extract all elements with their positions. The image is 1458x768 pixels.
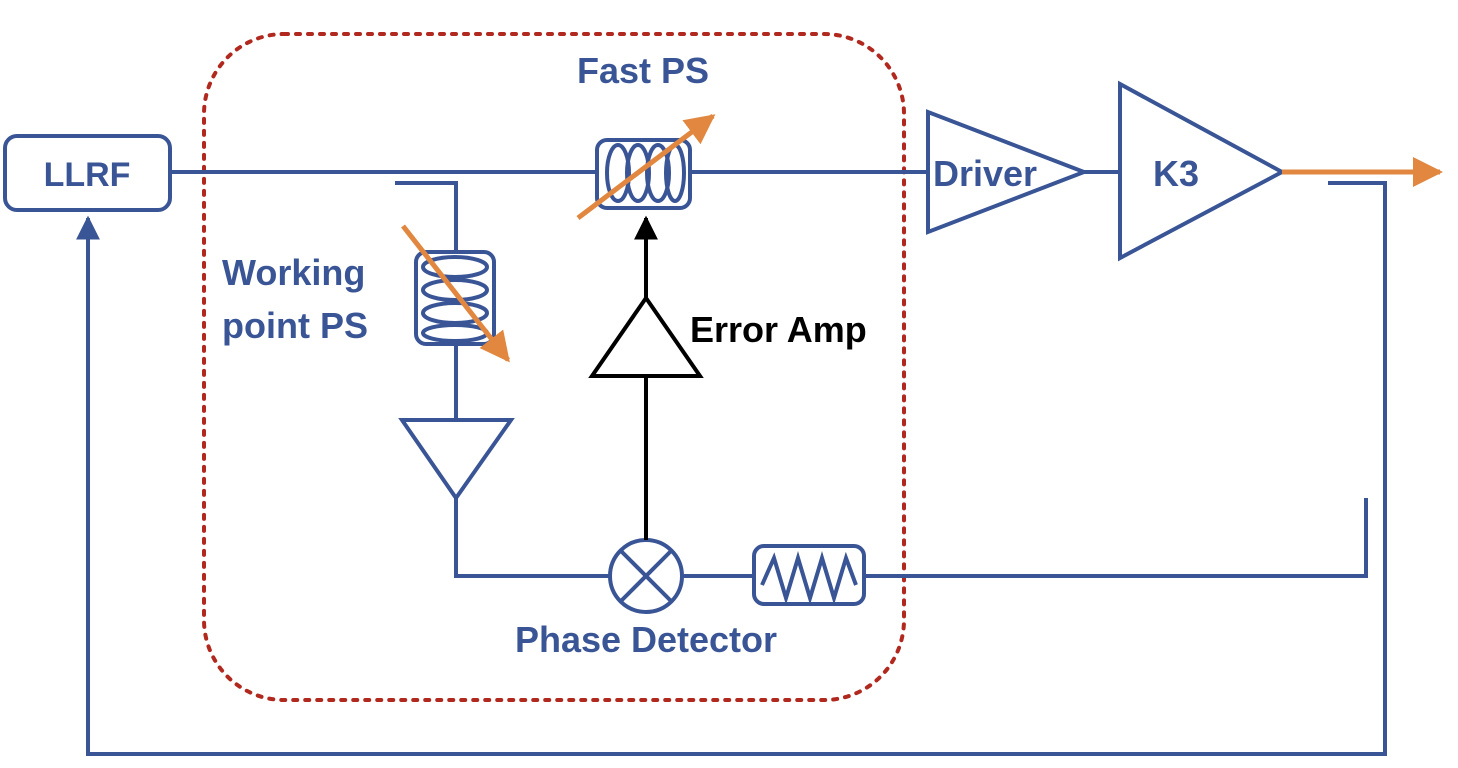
k3-label: K3: [1153, 153, 1199, 194]
reference-to-mixer-line: [454, 498, 610, 578]
error-amp-label: Error Amp: [690, 309, 867, 350]
fast-ps-icon: [595, 138, 692, 210]
llrf-label: LLRF: [44, 156, 131, 194]
driver-label: Driver: [933, 153, 1037, 194]
delay-line-icon: [752, 544, 866, 606]
error-amplifier-icon: [588, 294, 704, 378]
k3-amplifier-icon: [1118, 80, 1287, 262]
fast-ps-tuning-arrow: [576, 114, 716, 220]
working-point-label-line1: Working: [222, 252, 365, 293]
output-coupler-feedback-line: [76, 181, 1387, 756]
coupler-working-point: [395, 181, 458, 250]
sample-return-line: [864, 498, 1368, 578]
loop-boundary: [202, 32, 906, 702]
phase-detector-label: Phase Detector: [515, 619, 777, 660]
driver-amplifier-icon: [926, 109, 1090, 235]
working-point-label-line2: point PS: [222, 305, 368, 346]
working-point-tuning-arrow: [401, 224, 510, 363]
fast-ps-label: Fast PS: [577, 50, 709, 91]
phase-detector-mixer-icon: [608, 538, 684, 614]
reference-amplifier-icon: [398, 418, 515, 502]
